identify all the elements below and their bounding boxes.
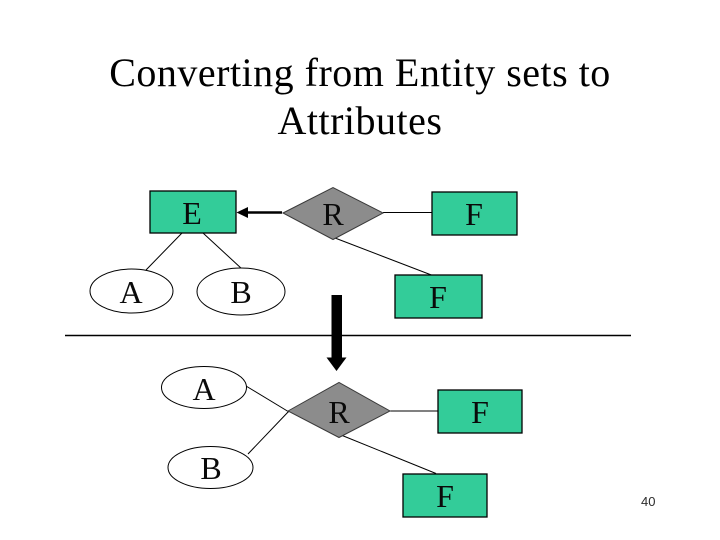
attribute-b-ellipse-before [196,267,286,316]
attribute-b-label-before: B [230,274,251,310]
attribute-a-label-after: A [192,371,215,407]
relationship-r-diamond-before [281,186,385,241]
entity-set-f-lower-box-after [402,473,488,518]
connector-r-to-f-lower-before [334,237,435,277]
slide-title-line-1: Converting from Entity sets to [109,50,611,95]
entity-f-lower-label-before: F [429,279,447,315]
connector-b-to-r-after [247,410,290,455]
relationship-r-label-after: R [328,394,350,430]
connector-e-to-b-before [202,232,243,270]
connector-r-to-f-lower-after [340,434,437,474]
entity-set-f-lower-box-before [394,274,483,319]
arrow-r-to-e-head-icon [236,207,248,218]
attribute-b-ellipse-after [167,446,254,489]
attribute-a-ellipse-after [161,366,247,409]
page-number: 40 [641,494,656,509]
entity-set-e-box [149,190,237,234]
slide-title-line-2: Attributes [277,98,443,143]
connector-a-to-r-after [245,385,290,413]
entity-f-lower-label-after: F [436,478,454,514]
entity-f-right-label-after: F [471,394,489,430]
entity-set-f-right-box-after [437,389,523,434]
attribute-a-ellipse-before [89,268,174,314]
attribute-b-label-after: B [200,450,221,486]
attribute-a-label-before: A [119,274,142,310]
relationship-r-diamond-after [286,381,392,439]
entity-set-f-right-box-before [431,191,518,236]
entity-f-right-label-before: F [465,196,483,232]
transformation-arrow-shaft [331,295,342,358]
relationship-r-label-before: R [322,196,344,232]
slide-title: Converting from Entity sets to Attribute… [0,49,720,145]
transformation-arrow-head-icon [326,357,347,371]
connector-e-to-a-before [145,232,183,271]
entity-e-label: E [182,195,202,231]
